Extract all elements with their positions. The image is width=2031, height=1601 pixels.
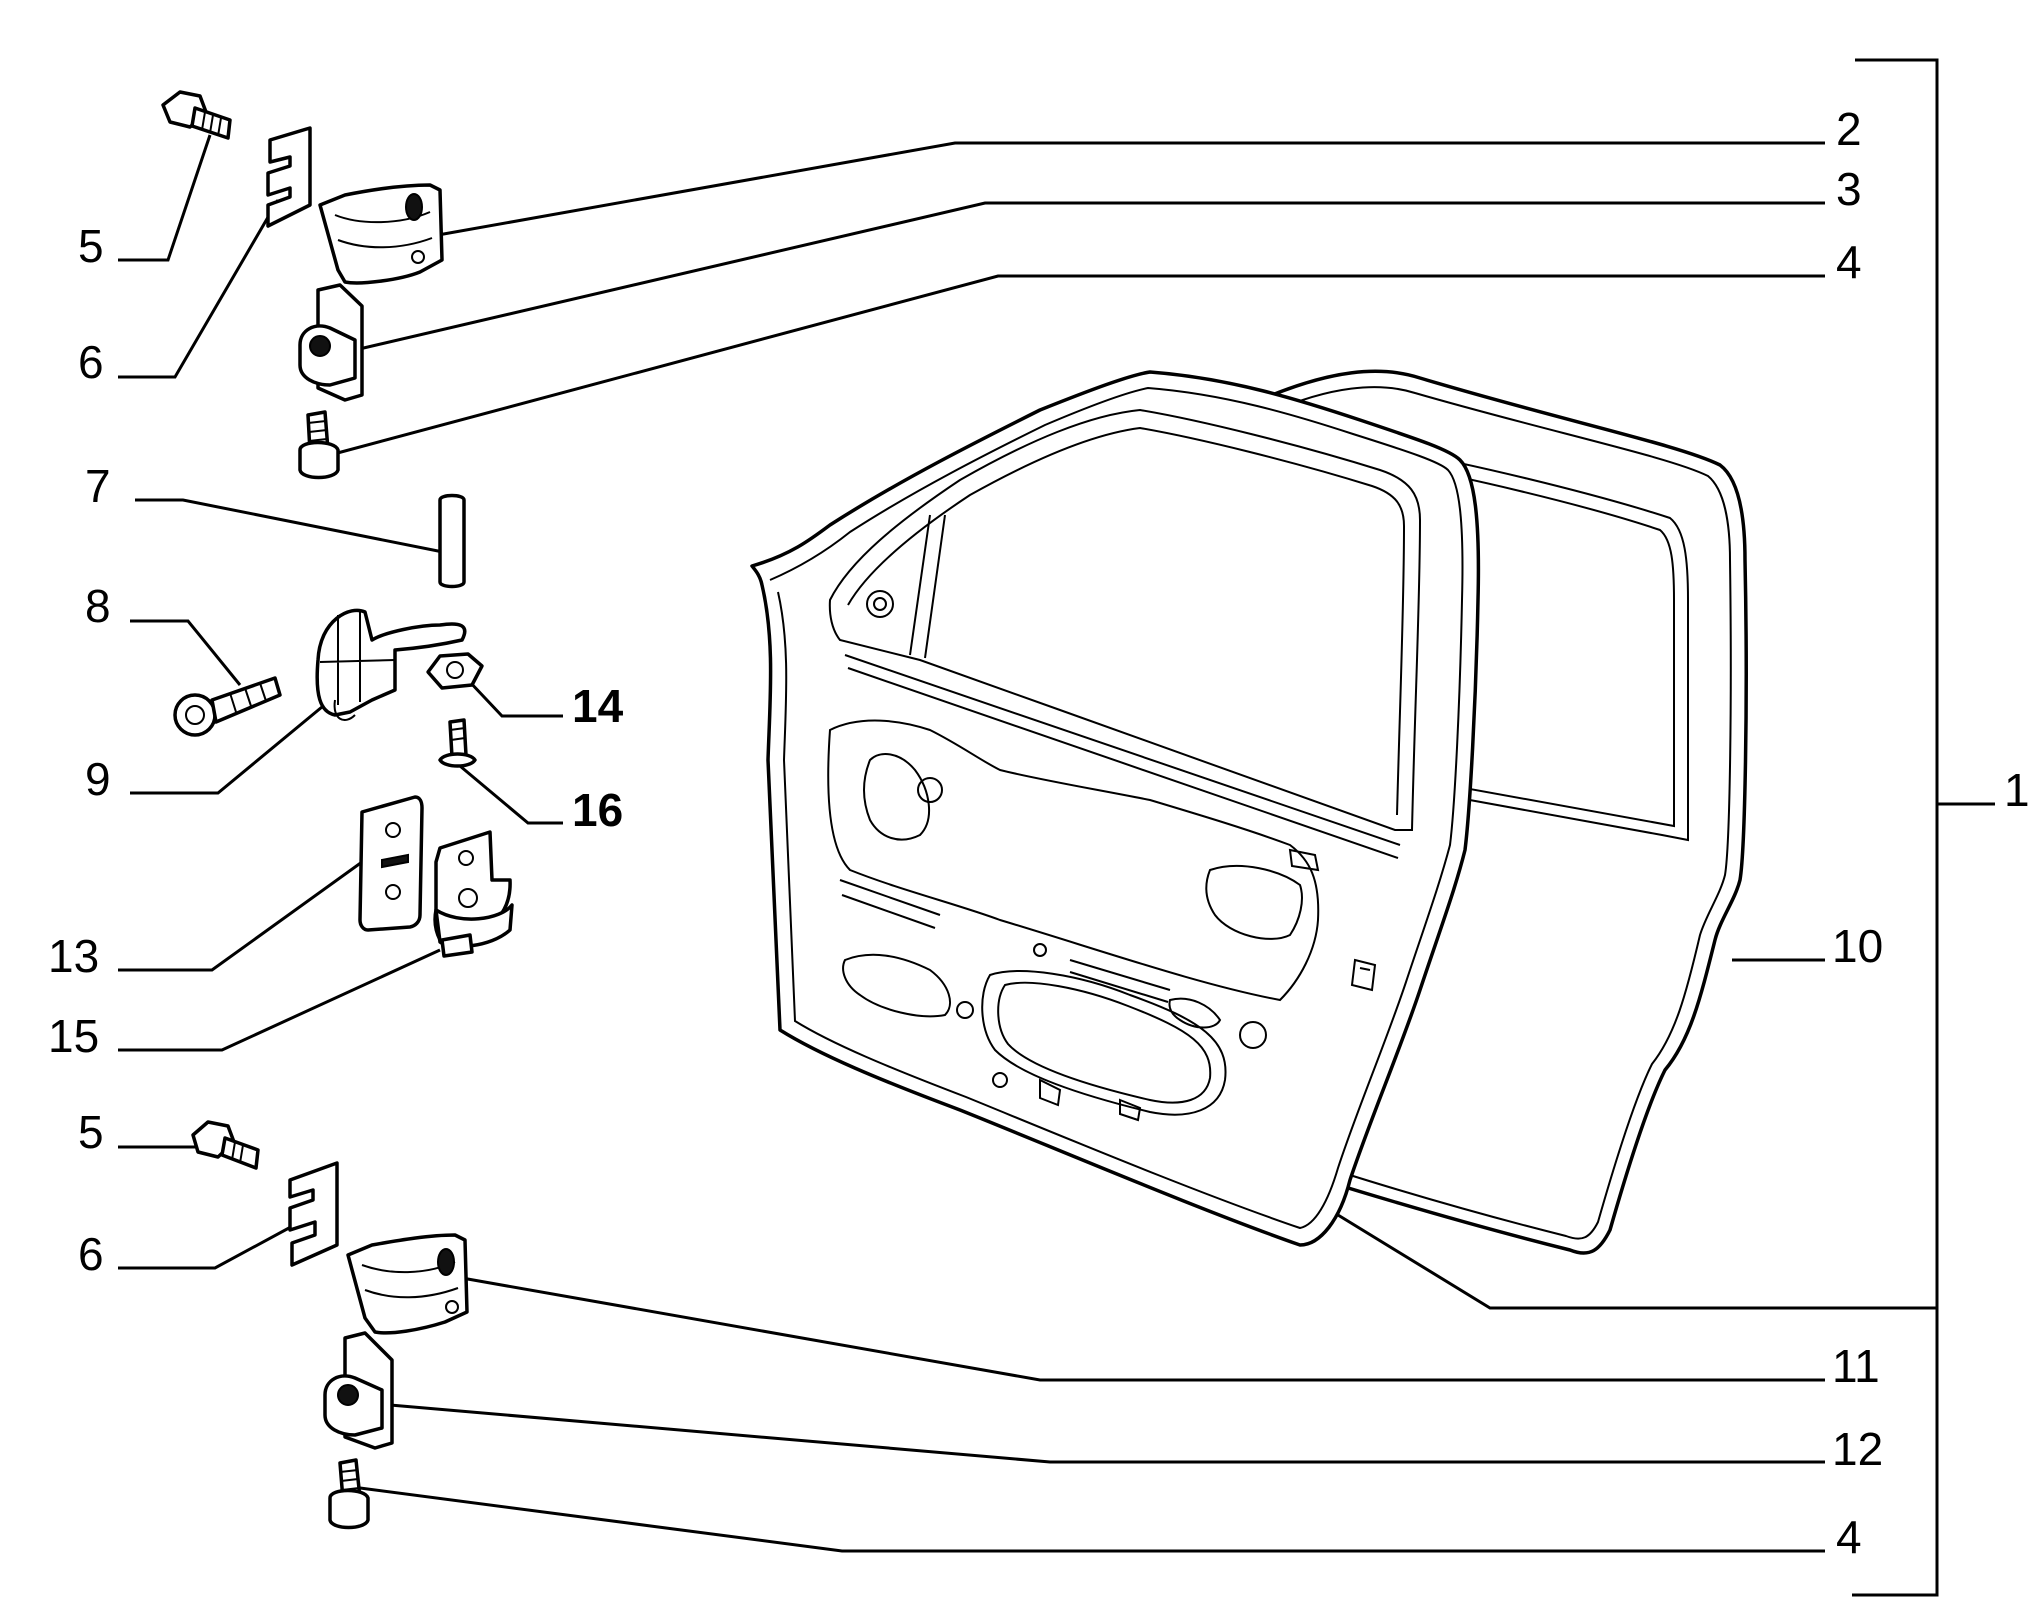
leader-2	[437, 141, 1825, 237]
hinge-12-bottom	[323, 1331, 394, 1450]
hinge-3-top	[298, 283, 364, 402]
leader-16	[459, 764, 563, 825]
bracket-15	[433, 830, 514, 958]
label-11: 11	[1832, 1340, 1880, 1392]
leader-6-bottom	[118, 1220, 301, 1270]
hinge-11-bottom	[346, 1233, 469, 1335]
label-4-bottom: 4	[1836, 1511, 1862, 1563]
leader-6-top	[118, 199, 280, 379]
label-12: 12	[1832, 1423, 1883, 1475]
label-10: 10	[1832, 920, 1883, 972]
door-inner-frame	[750, 370, 1481, 1247]
label-1: 1	[2004, 764, 2030, 816]
label-13: 13	[48, 930, 99, 982]
bolt-4-bottom	[328, 1458, 370, 1530]
label-7: 7	[85, 460, 111, 512]
leader-13	[118, 860, 363, 972]
bolt-4-top	[298, 410, 340, 480]
striker-plate-13	[358, 795, 424, 932]
leader-12	[389, 1403, 1825, 1464]
label-16: 16	[572, 784, 623, 836]
label-6-bottom: 6	[78, 1228, 104, 1280]
assembly-bracket	[1852, 58, 1995, 1597]
leader-4-top	[329, 274, 1825, 457]
label-14: 14	[572, 680, 624, 732]
bolt-5-top	[161, 90, 232, 140]
leader-1-door	[1337, 1213, 1937, 1310]
label-5-bottom: 5	[78, 1106, 104, 1158]
label-6-top: 6	[78, 336, 104, 388]
leader-8	[130, 619, 242, 686]
label-8: 8	[85, 580, 111, 632]
bolt-8	[173, 676, 282, 737]
label-3: 3	[1836, 163, 1862, 215]
leader-lines	[118, 134, 1937, 1553]
leader-7	[135, 498, 449, 555]
leader-11	[461, 1276, 1825, 1382]
leader-5-top	[118, 134, 212, 262]
leader-9	[130, 700, 329, 795]
check-link-9	[315, 608, 467, 721]
label-4-top: 4	[1836, 236, 1862, 288]
bolt-5-bottom	[191, 1120, 260, 1170]
pin-7	[438, 493, 466, 589]
leader-4-bottom	[359, 1486, 1825, 1553]
label-15: 15	[48, 1010, 99, 1062]
nut-14	[426, 652, 484, 690]
label-2: 2	[1836, 103, 1862, 155]
leader-3	[354, 201, 1825, 352]
hinge-2-top	[318, 183, 444, 285]
callout-labels: 2 3 4 1 10 11 12 4 5 6 7 8 9 14 16 13 15…	[48, 103, 2030, 1563]
leader-15	[118, 948, 441, 1052]
shim-6-bottom	[288, 1161, 339, 1267]
screw-16	[438, 718, 477, 768]
label-5-top: 5	[78, 220, 104, 272]
shim-6-top	[266, 126, 312, 228]
leader-14	[466, 678, 563, 718]
label-9: 9	[85, 753, 111, 805]
